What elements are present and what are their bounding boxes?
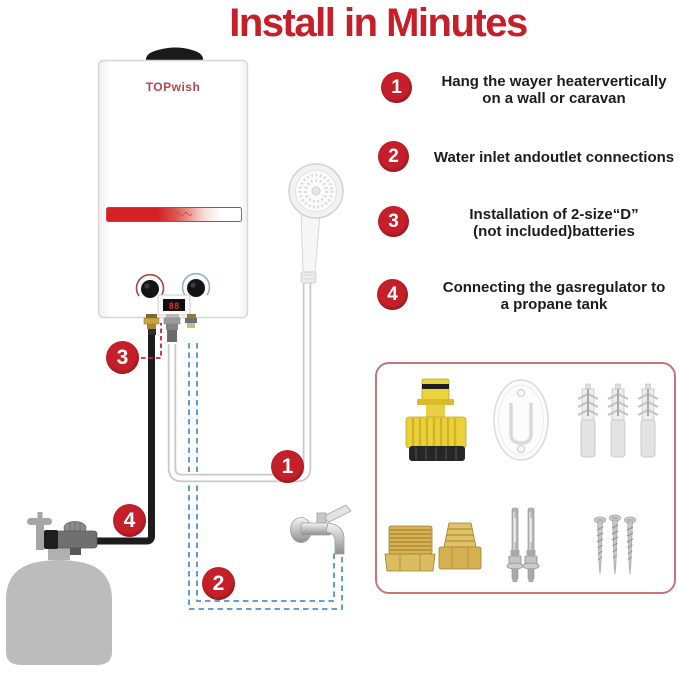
shower-hose bbox=[167, 280, 312, 483]
step-1-badge: 1 bbox=[381, 72, 412, 103]
step-3-text: Installation of 2-size“D” (not included)… bbox=[469, 206, 639, 240]
step-4-number: 4 bbox=[387, 283, 398, 305]
callout-1-badge: 1 bbox=[271, 450, 304, 483]
water-dial-arc bbox=[181, 272, 211, 296]
callout-3-badge: 3 bbox=[106, 341, 139, 374]
regulator-nut bbox=[44, 530, 58, 549]
callout-2-badge: 2 bbox=[202, 567, 235, 600]
hot-water-outlet-fitting bbox=[163, 314, 181, 342]
faucet-spout bbox=[325, 522, 345, 555]
page-title: Install in Minutes bbox=[229, 1, 528, 45]
right-control-knob bbox=[187, 279, 205, 297]
heater-red-stripe bbox=[106, 207, 242, 222]
mounting-screws-icon bbox=[594, 514, 636, 575]
garden-hose-quick-connector-icon bbox=[405, 378, 467, 461]
step-1-text: Hang the wayer heatervertically on a wal… bbox=[441, 73, 667, 107]
shower-head bbox=[288, 163, 344, 284]
shower-wall-bracket-icon bbox=[493, 379, 549, 461]
tank-valve-handle bbox=[27, 518, 52, 525]
step-4-text: Connecting the gasregulator to a propane… bbox=[442, 279, 666, 313]
step-2-badge: 2 bbox=[378, 141, 409, 172]
step-2-number: 2 bbox=[388, 145, 399, 167]
faucet-lever bbox=[321, 504, 352, 523]
step-1-number: 1 bbox=[391, 76, 402, 98]
brass-adapter-fittings-icon bbox=[384, 522, 482, 572]
heater-vent-cap bbox=[145, 47, 204, 61]
expansion-bolts-icon bbox=[506, 507, 540, 582]
svg-text:88: 88 bbox=[169, 302, 180, 312]
step-3-number: 3 bbox=[388, 210, 399, 232]
step-3-badge: 3 bbox=[378, 206, 409, 237]
gas-regulator bbox=[44, 521, 98, 555]
water-heater: 88 bbox=[97, 47, 249, 342]
step-2-text: Water inlet andoutlet connections bbox=[433, 149, 675, 166]
gas-inlet-fitting bbox=[143, 314, 160, 335]
tank-valve-stem bbox=[36, 524, 44, 550]
parts-box bbox=[375, 362, 676, 594]
temperature-display: 88 bbox=[157, 294, 191, 316]
temp-dial-arc bbox=[135, 273, 165, 297]
wall-anchors-icon bbox=[577, 383, 659, 458]
callout-4-badge: 4 bbox=[113, 504, 146, 537]
faucet bbox=[290, 504, 352, 555]
cold-water-inlet-fitting bbox=[185, 314, 197, 328]
propane-tank bbox=[6, 512, 112, 665]
gas-hose bbox=[97, 334, 155, 545]
heater-brand-label: TOPwish bbox=[145, 80, 201, 94]
left-control-knob bbox=[141, 280, 159, 298]
step-4-badge: 4 bbox=[377, 279, 408, 310]
